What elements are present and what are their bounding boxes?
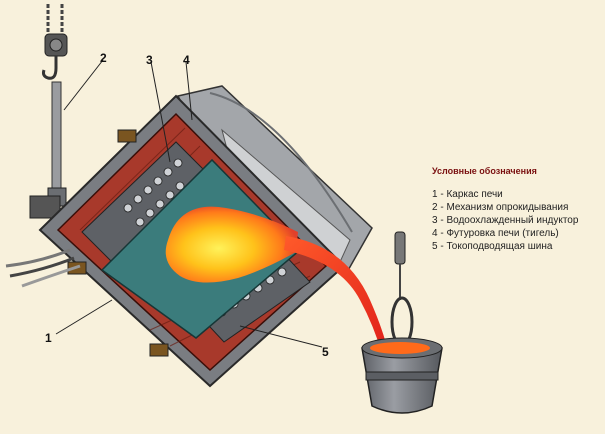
legend-item: 5 - Токоподводящая шина	[432, 240, 604, 253]
ladle-hanger	[392, 232, 412, 346]
ladle	[362, 338, 442, 413]
legend-title: Условные обозначения	[432, 166, 604, 176]
callout-1: 1	[45, 331, 52, 345]
hoist-chains	[48, 4, 62, 38]
legend-item: 2 - Механизм опрокидывания	[432, 201, 604, 214]
callout-3: 3	[146, 53, 153, 67]
legend-item: 3 - Водоохлажденный индуктор	[432, 214, 604, 227]
callout-5: 5	[322, 345, 329, 359]
legend: Условные обозначения 1 - Каркас печи 2 -…	[432, 166, 604, 253]
callout-2: 2	[100, 51, 107, 65]
tilting-rod	[30, 82, 66, 218]
callout-4: 4	[183, 53, 190, 67]
legend-item: 4 - Футуровка печи (тигель)	[432, 227, 604, 240]
crane-hook	[44, 56, 57, 78]
pulley-block	[45, 34, 67, 56]
legend-item: 1 - Каркас печи	[432, 188, 604, 201]
